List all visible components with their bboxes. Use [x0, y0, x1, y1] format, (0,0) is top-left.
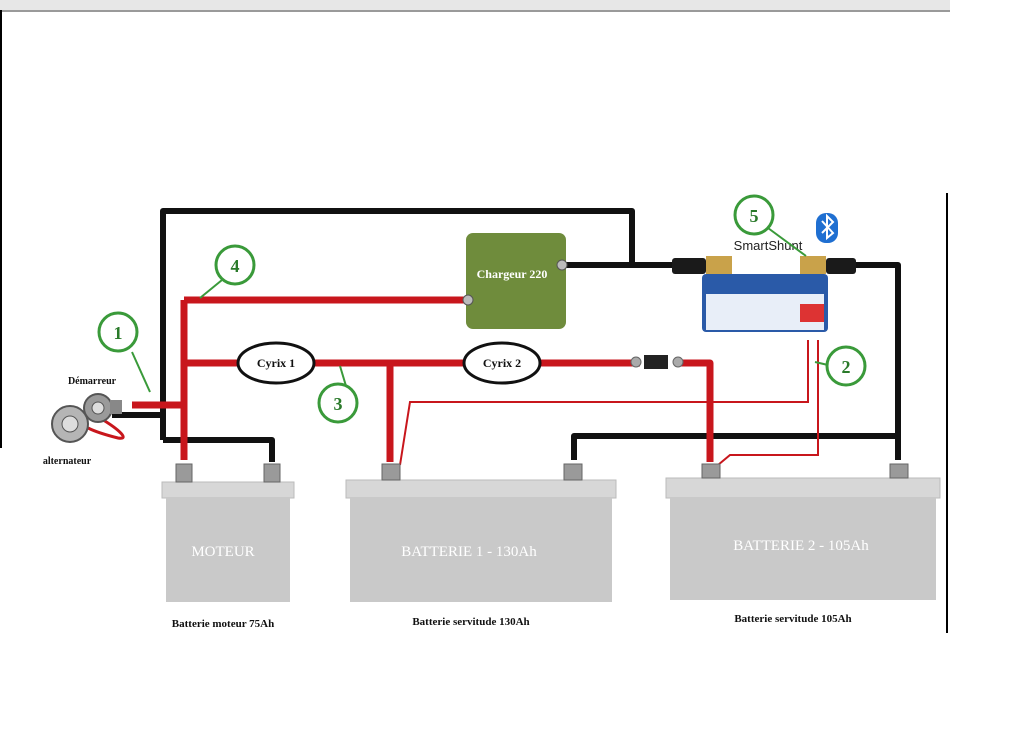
battery-engine: MOTEUR — [161, 463, 295, 602]
alternator-label: alternateur — [43, 456, 92, 467]
smartshunt: SmartShunt — [672, 238, 856, 332]
shunt-black-cap-right — [826, 258, 856, 274]
battery-2-body — [670, 498, 936, 600]
fuse-body — [644, 355, 668, 369]
charger-terminal-negative — [556, 259, 568, 271]
marker-4-number: 4 — [231, 256, 240, 276]
cyrix-2-label: Cyrix 2 — [483, 356, 521, 370]
marker-1-number: 1 — [114, 323, 123, 343]
marker-3: 3 — [317, 365, 359, 424]
alternator-icon — [51, 405, 89, 443]
battery-1-label: BATTERIE 1 - 130Ah — [401, 544, 537, 560]
bluetooth-icon — [816, 213, 838, 243]
shunt-brass-right — [800, 256, 826, 274]
marker-2-number: 2 — [842, 357, 851, 377]
shunt-brass-left — [706, 256, 732, 274]
battery-engine-body — [166, 498, 290, 602]
battery-2-terminal-neg — [889, 463, 909, 479]
starter-motor-icon — [83, 393, 122, 423]
frame-right-edge — [946, 193, 948, 633]
battery-2-terminal-pos — [701, 463, 721, 479]
charger-label: Chargeur 220 — [477, 267, 548, 281]
battery-1: BATTERIE 1 - 130Ah — [345, 463, 617, 602]
marker-5: 5 — [733, 194, 807, 257]
battery-1-terminal-pos — [381, 463, 401, 481]
caption-engine: Batterie moteur 75Ah — [172, 618, 274, 630]
cyrix-1-label: Cyrix 1 — [257, 356, 295, 370]
negative-service-bar — [571, 433, 898, 460]
marker-4: 4 — [199, 244, 256, 299]
charger-terminal-positive — [462, 294, 474, 306]
fuse-terminal-right — [672, 356, 684, 368]
negative-engine — [163, 437, 275, 462]
marker-5-number: 5 — [750, 206, 759, 226]
window-top-bar — [0, 0, 950, 12]
positive-to-battery2 — [680, 359, 714, 462]
shunt-black-cap-left — [672, 258, 706, 274]
battery-engine-lid — [161, 481, 295, 499]
sense-wires — [399, 340, 819, 466]
caption-service2: Batterie servitude 105Ah — [734, 613, 851, 625]
charger: Chargeur 220 — [462, 233, 568, 329]
battery-2-label: BATTERIE 2 - 105Ah — [733, 538, 869, 554]
battery-engine-label: MOTEUR — [191, 544, 254, 560]
cyrix-2: Cyrix 2 — [462, 341, 542, 385]
marker-2: 2 — [814, 345, 867, 387]
battery-engine-terminal-neg — [263, 463, 281, 483]
shunt-connector — [800, 304, 824, 322]
alternator-wire — [87, 416, 125, 440]
cyrix-2-shape — [462, 341, 542, 385]
cyrix-1: Cyrix 1 — [236, 341, 316, 385]
marker-1: 1 — [97, 311, 151, 393]
battery-1-lid — [345, 479, 617, 499]
sense-wire-battery2 — [717, 340, 819, 466]
fuse-terminal-left — [630, 356, 642, 368]
negative-loop-top — [160, 208, 635, 440]
battery-2-lid — [665, 477, 941, 499]
frame-left-edge — [0, 10, 2, 448]
battery-engine-terminal-pos — [175, 463, 193, 483]
caption-service1: Batterie servitude 130Ah — [412, 616, 529, 628]
battery-1-body — [350, 498, 612, 602]
cyrix-1-shape — [236, 341, 316, 385]
sense-wire-battery1 — [399, 340, 809, 466]
battery-2: BATTERIE 2 - 105Ah — [665, 463, 941, 600]
charger-box — [466, 233, 566, 329]
starter-label: Démarreur — [68, 376, 117, 387]
battery-1-terminal-neg — [563, 463, 583, 481]
negative-shunt-to-service — [850, 262, 901, 460]
fuse — [630, 355, 684, 369]
marker-3-number: 3 — [334, 394, 343, 414]
